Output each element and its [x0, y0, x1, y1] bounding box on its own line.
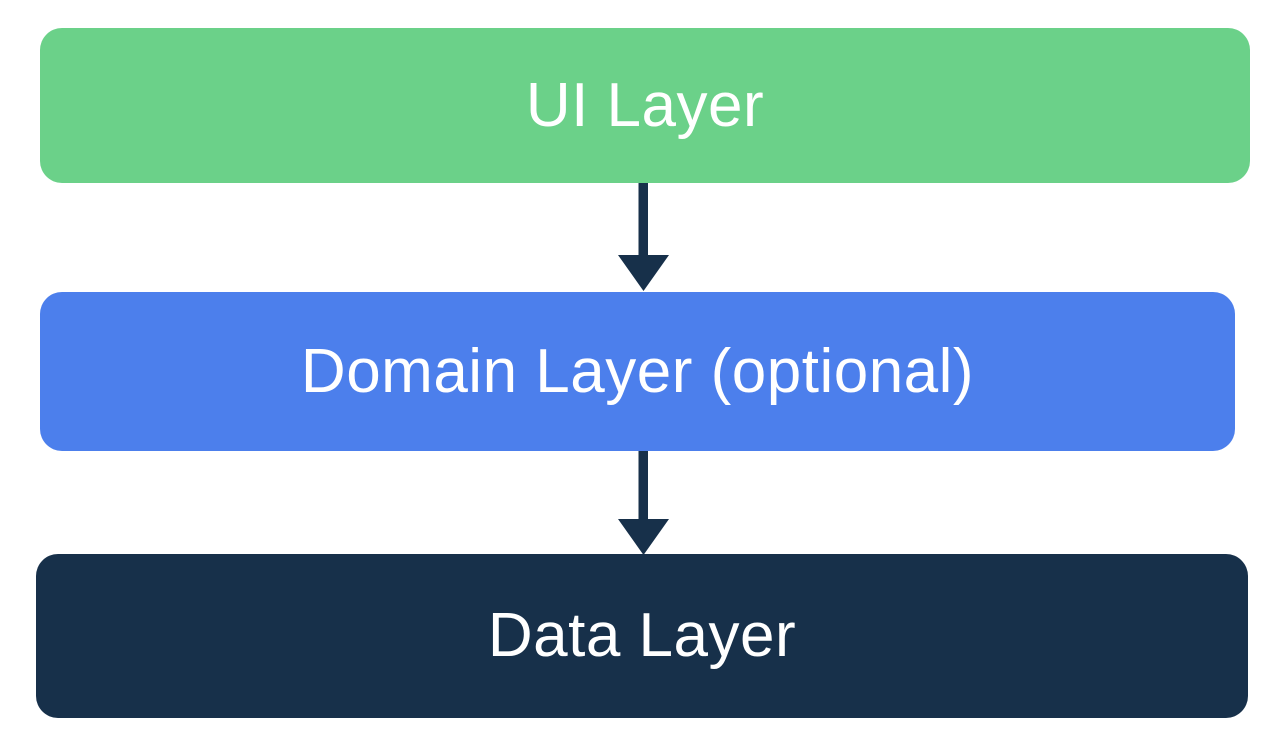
layer-box-data-layer[interactable]: Data Layer	[36, 554, 1248, 718]
layer-label-data-layer: Data Layer	[487, 601, 797, 670]
layer-box-ui-layer[interactable]: UI Layer	[40, 28, 1250, 183]
layer-label-domain-layer: Domain Layer (optional)	[300, 336, 975, 406]
layer-label-ui-layer: UI Layer	[525, 70, 765, 140]
layer-box-domain-layer[interactable]: Domain Layer (optional)	[40, 292, 1235, 451]
